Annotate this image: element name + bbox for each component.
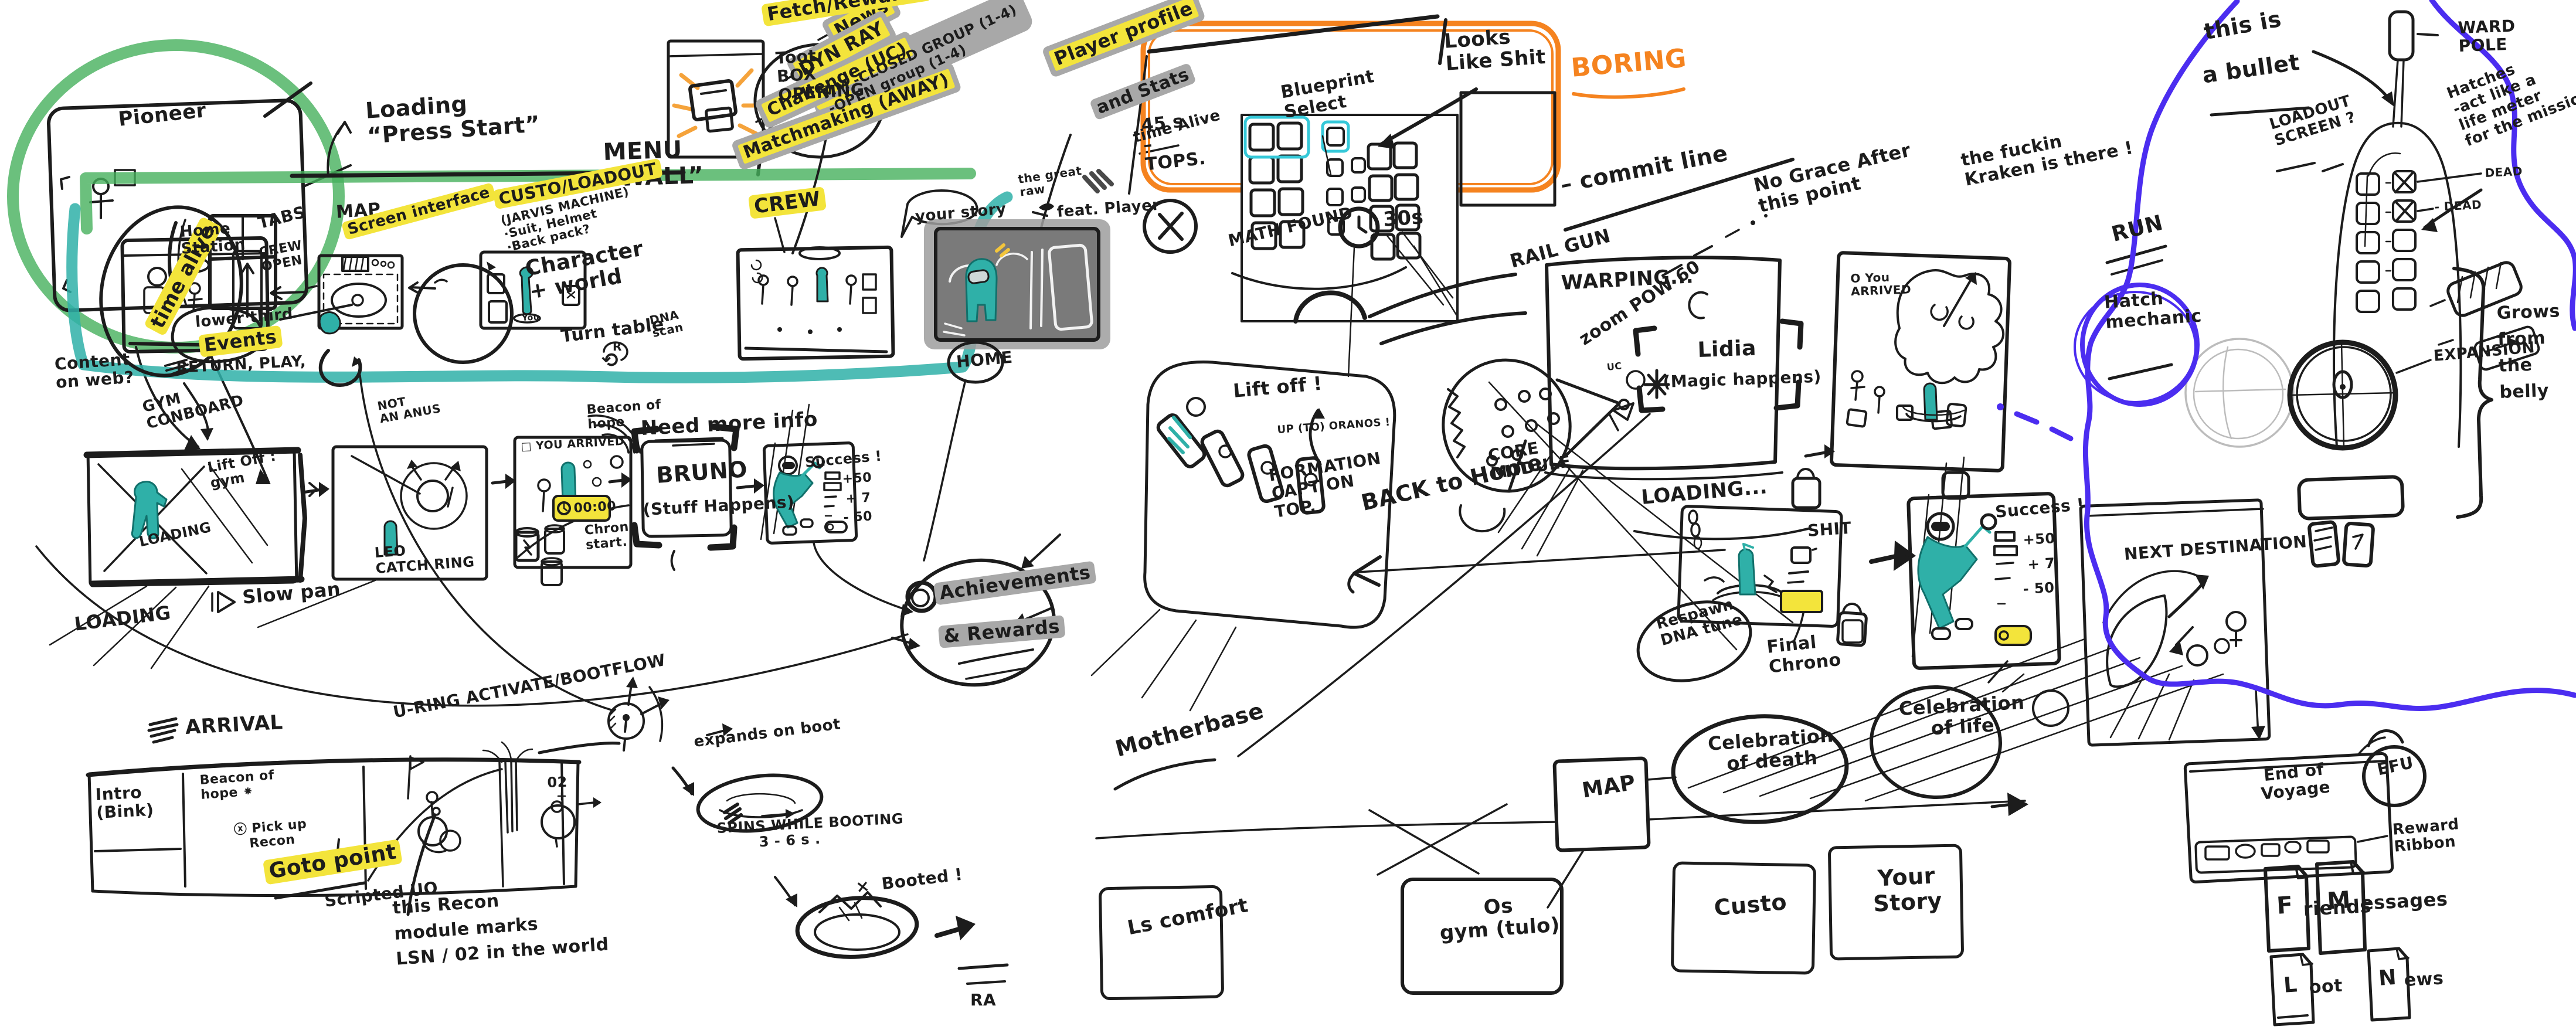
dead-1: DEAD xyxy=(2484,164,2523,180)
messages-rest: essages xyxy=(2360,888,2449,915)
timer-value: 00:00 xyxy=(573,499,617,516)
beacon-hope-2: Beacon of hope xyxy=(586,397,662,432)
s1-plus7: + 7 xyxy=(845,490,872,506)
s2-minus50: - 50 xyxy=(2022,579,2055,597)
s1-minus50: - 50 xyxy=(842,509,873,525)
rocket-bullet-sketch xyxy=(2074,0,2576,711)
ward-pole: WARD POLE xyxy=(2457,16,2516,56)
home-station: Home Station xyxy=(179,219,246,258)
forty-five-s: 45 s – TOPS. xyxy=(1140,111,1207,175)
os-gym: Os gym (tulo) xyxy=(1439,894,1561,945)
achievements-cluster xyxy=(35,533,1061,707)
beacon-hope-arrival: Beacon of hope ⁕ xyxy=(199,768,275,803)
s2-plus50: +50 xyxy=(2022,530,2056,548)
orange-blueprint-panel xyxy=(1128,14,1685,378)
celebration-death: Celebration of death xyxy=(1707,724,1834,775)
final-chrono: Final Chrono xyxy=(1765,632,1843,678)
hatch-mechanic: Hatch mechanic xyxy=(2103,288,2203,333)
grows-belly: Grows from the belly xyxy=(2496,301,2561,403)
s2-plus7: + 7 xyxy=(2027,555,2056,573)
arrival-bootflow xyxy=(86,677,1009,985)
r-mark: R xyxy=(613,339,622,353)
reward-ribbon: Reward Ribbon xyxy=(2391,815,2460,856)
arrival: ARRIVAL xyxy=(184,711,284,739)
intro-bink: Intro (Bink) xyxy=(94,782,155,823)
uc-warp: UC xyxy=(1606,360,1623,373)
rotate-icon: ⟲ xyxy=(601,349,618,372)
content-web: Content on web? xyxy=(53,349,135,393)
news-rest: ews xyxy=(2403,968,2445,991)
you-arrived-kraken: O You ARRIVED xyxy=(1850,270,1912,299)
dead-2: - DEAD xyxy=(2434,197,2482,214)
motherbase-map-cluster xyxy=(1095,413,2224,1001)
loot-chip: L xyxy=(2282,973,2299,998)
loading-flow-row xyxy=(49,341,1004,712)
friends-chip: F xyxy=(2275,892,2294,920)
end-of-voyage: End of Voyage xyxy=(2260,759,2332,804)
you-custo: You xyxy=(521,312,540,323)
o2-label: 02 xyxy=(546,773,568,791)
success-destination-cluster xyxy=(1869,456,2427,1026)
your-story-box: Your Story xyxy=(1872,862,1943,917)
shit-label: SHIT xyxy=(1806,518,1853,541)
messages-chip: M xyxy=(2326,886,2352,915)
menu-wall-row xyxy=(66,0,1180,387)
loot-rest: oot xyxy=(2308,975,2343,998)
celebration-life: Celebration of life xyxy=(1898,691,2026,739)
s1-plus50: +50 xyxy=(841,470,872,487)
looks-like-shit: Looks Like Shit xyxy=(1443,25,1547,76)
lidia: Lidia xyxy=(1697,336,1757,362)
recon-note: this Recon module marks LSN / 02 in the … xyxy=(392,890,610,970)
warp-commit-cluster xyxy=(1497,158,2167,557)
chrono-start: Chrono start. xyxy=(583,519,639,553)
ra-mark: RA xyxy=(970,990,997,1009)
home-return-cluster xyxy=(1347,505,2025,824)
news-chip: N xyxy=(2377,965,2398,991)
thirty-s: 30s xyxy=(1382,205,1425,232)
